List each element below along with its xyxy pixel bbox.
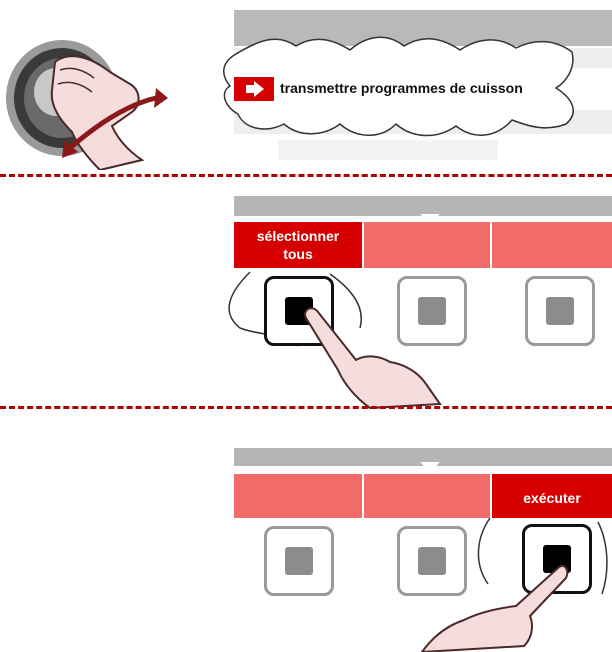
softkey-button-3-1[interactable] <box>264 526 334 596</box>
menu-item-row[interactable]: transmettre programmes de cuisson <box>234 74 564 104</box>
separator-2 <box>0 406 612 409</box>
separator-1 <box>0 174 612 177</box>
chevron-down-icon-3 <box>418 462 442 474</box>
menu-item-label: transmettre programmes de cuisson <box>280 80 523 96</box>
softkey-button-3[interactable] <box>525 276 595 346</box>
pointing-hand-icon-3 <box>420 560 570 652</box>
select-all-label-line1: sélectionner <box>234 228 362 244</box>
select-all-label-line2: tous <box>234 246 362 262</box>
execute-label: exécuter <box>492 490 612 506</box>
pointing-hand-icon <box>300 300 450 410</box>
menu-item-arrow-icon <box>234 77 274 101</box>
double-arrow-icon <box>60 82 170 162</box>
top-bar <box>234 196 612 216</box>
